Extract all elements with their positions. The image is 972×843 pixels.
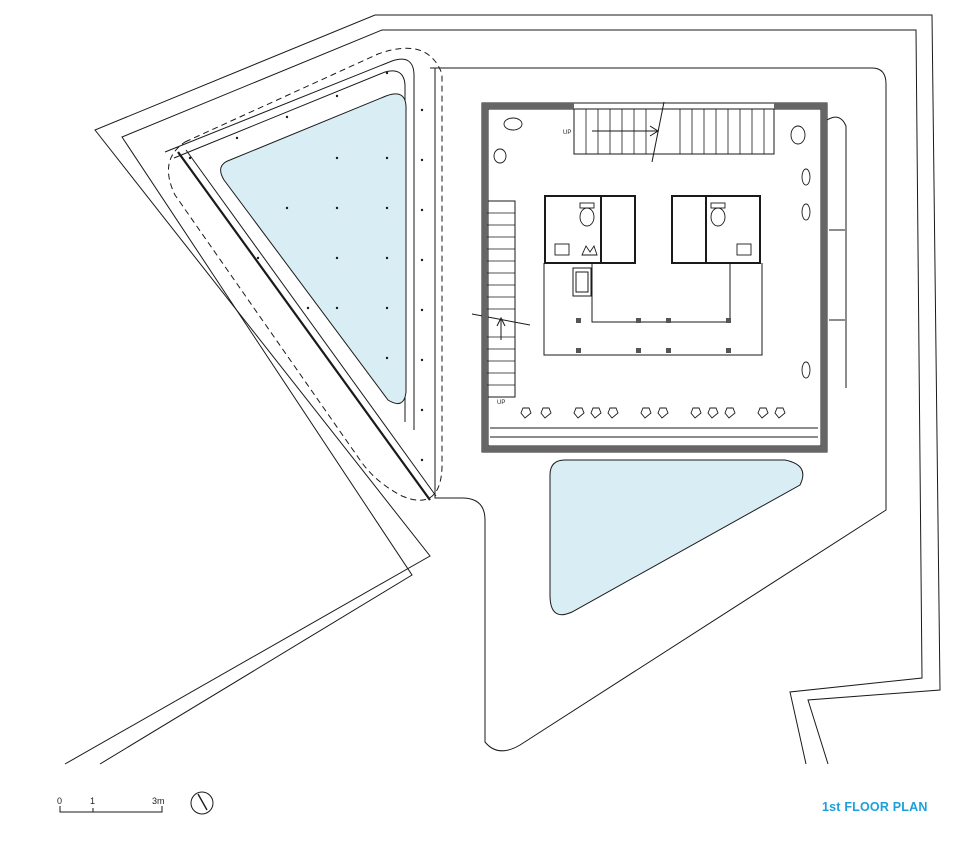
right-wall-curve [826, 116, 847, 388]
stair-top [573, 108, 775, 155]
scale-bar [59, 806, 163, 813]
column [726, 348, 731, 353]
seat [573, 407, 585, 419]
bathtub-inner [575, 271, 589, 293]
seat [640, 407, 652, 419]
planter-band-1 [164, 58, 415, 430]
column [636, 348, 641, 353]
wc-right [671, 195, 761, 264]
stair-up-label-top: UP [563, 130, 571, 136]
toilet-right [710, 207, 726, 227]
stone [801, 203, 811, 221]
wall-hatch [821, 103, 827, 452]
dashed-outline [168, 47, 443, 501]
stone [790, 125, 806, 145]
platform-outline [430, 67, 887, 752]
planter-wall-edge [185, 149, 437, 497]
stair-arrow-left [496, 316, 506, 340]
column [576, 348, 581, 353]
sink-left [554, 243, 570, 256]
stair-up-label-left: UP [497, 400, 505, 406]
stair-left [486, 200, 516, 398]
courtyard-wall-outer [481, 102, 828, 453]
stone [493, 148, 507, 164]
seat [707, 407, 719, 419]
wall-hatch [482, 103, 574, 109]
scale-label-3m: 3m [152, 796, 165, 806]
sink-right [736, 243, 752, 256]
stair-arrow [592, 125, 659, 137]
seat [657, 407, 669, 419]
site-boundary-outer [64, 14, 941, 765]
seat [540, 407, 552, 419]
stone [503, 117, 523, 131]
central-room [543, 263, 763, 356]
seat [520, 407, 532, 419]
seat [724, 407, 736, 419]
plant-fixture [581, 244, 598, 256]
stair-break-line [651, 101, 665, 163]
wall-hatch [482, 103, 488, 452]
pool-lower [549, 459, 804, 616]
toilet-left-tank [579, 202, 595, 209]
scale-label-0: 0 [57, 796, 62, 806]
wall-hatch [482, 446, 827, 452]
stone [801, 361, 811, 379]
site-boundary-inner [99, 29, 923, 765]
wall-hatch [774, 103, 827, 109]
bathtub [572, 267, 592, 297]
north-arrow-icon [190, 791, 214, 815]
column [576, 318, 581, 323]
column [666, 318, 671, 323]
inner-corridor [591, 263, 731, 323]
column [666, 348, 671, 353]
seat [690, 407, 702, 419]
planter-wall-heavy [177, 151, 431, 501]
toilet-right-tank [710, 202, 726, 209]
planter-band-2 [173, 70, 406, 422]
pool-triangle [220, 93, 407, 405]
seat [607, 407, 619, 419]
seat [590, 407, 602, 419]
seat [774, 407, 786, 419]
scale-label-1: 1 [90, 796, 95, 806]
stone [801, 168, 811, 186]
seat [757, 407, 769, 419]
courtyard-wall-inner [487, 108, 822, 447]
column [726, 318, 731, 323]
column [636, 318, 641, 323]
plan-title: 1st FLOOR PLAN [822, 800, 928, 814]
wc-left [544, 195, 636, 264]
toilet-left [579, 207, 595, 227]
